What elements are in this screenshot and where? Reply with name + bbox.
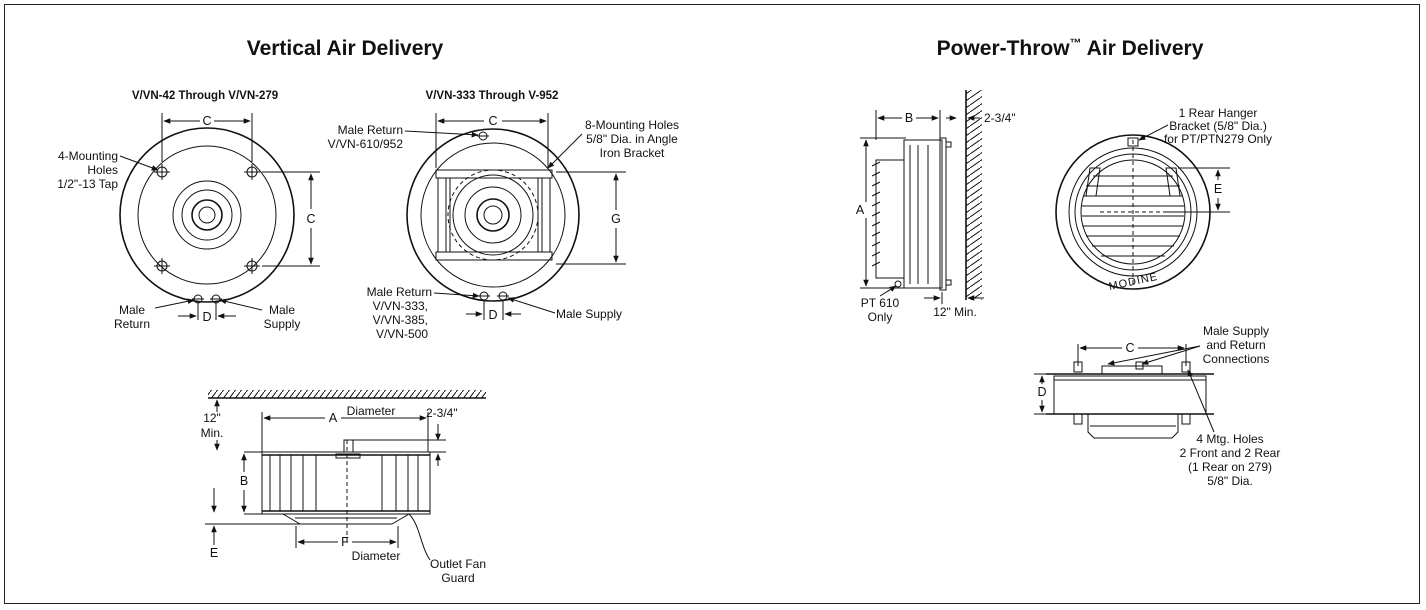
outlet-fan-guard-label-1: Outlet Fan [430,557,486,571]
power-throw-top-view: C Male Supply and Return Connections D 4… [1034,324,1280,488]
male-supply-large-label: Male Supply [556,307,622,321]
vertical-large-top-view: V/VN-333 Through V-952 C G Male [328,90,679,341]
male-return-top-label-1: Male Return [338,123,403,137]
mounting-holes-label-3: 1/2"-13 Tap [57,177,118,191]
power-throw-title-main: Power-Throw [937,37,1071,60]
dimension-b-power: B [905,111,913,125]
diameter-bottom-label: Diameter [352,549,401,563]
mounting-holes-label-2: Holes [87,163,118,177]
dimension-d-left: D [202,310,211,324]
dimension-d-power: D [1037,385,1046,399]
vertical-small-top-view: V/VN-42 Through V/VN-279 C C 4-Mounting … [57,90,320,331]
power-throw-side-view: B 2-3/4" A PT 610 Only [856,90,1016,324]
connections-label-3: Connections [1203,352,1270,366]
male-return-bottom-label-4: V/VN-500 [376,327,428,341]
min-clearance-label-1: 12" [203,411,221,425]
dimension-c-top-large: C [488,114,497,128]
mounting-holes-large-label-3: Iron Bracket [600,146,665,160]
male-supply-label-2: Supply [264,317,301,331]
dimension-e-side: E [210,546,218,560]
dimension-f: F [341,535,349,549]
pt-610-label-2: Only [868,310,893,324]
min-12-label: 12" Min. [933,305,977,319]
left-view-subtitle: V/VN-42 Through V/VN-279 [132,90,278,102]
dimension-g: G [611,212,621,226]
vertical-title: Vertical Air Delivery [247,37,444,60]
clearance-2-3-4-label: 2-3/4" [426,406,458,420]
clearance-power-label: 2-3/4" [984,111,1016,125]
vertical-side-view: 12" Min. A Diameter 2-3/4" [201,390,486,585]
dimension-a-side: A [329,411,338,425]
louver-blades [871,161,881,267]
hanger-bracket-label-3: for PT/PTN279 Only [1164,132,1272,146]
dimension-b-side: B [240,474,248,488]
male-return-bottom-label-3: V/VN-385, [373,313,428,327]
mounting-holes-label-1: 4-Mounting [58,149,118,163]
male-supply-label-1: Male [269,303,295,317]
dimension-a-power: A [856,203,865,217]
min-clearance-label-2: Min. [201,426,224,440]
power-throw-title: Power-Throw™ Air Delivery [937,36,1204,60]
pt-610-label-1: PT 610 [861,296,900,310]
male-return-bottom-label-2: V/VN-333, [373,299,428,313]
dimension-c-power: C [1125,341,1134,355]
trademark-mark: ™ [1070,36,1082,50]
connections-label-1: Male Supply [1203,324,1269,338]
diameter-top-label: Diameter [347,404,396,418]
mounting-holes-large-label-2: 5/8" Dia. in Angle [586,132,678,146]
power-throw-front-view: 1 Rear Hanger Bracket (5/8" Dia.) for PT… [1055,106,1272,293]
mounting-hole-markers [154,164,260,274]
cabinet-shading [269,455,419,511]
angle-iron-bracket [435,169,553,261]
dimension-c-side: C [306,212,315,226]
mounting-holes-power-label-1: 4 Mtg. Holes [1196,432,1263,446]
dimension-c-top: C [202,114,211,128]
hanger-bracket-label-1: 1 Rear Hanger [1179,106,1258,120]
male-return-label-1: Male [119,303,145,317]
drawing-frame [4,4,1420,604]
power-throw-title-rest: Air Delivery [1082,37,1204,60]
male-return-top-label-2: V/VN-610/952 [328,137,404,151]
mounting-holes-power-label-3: (1 Rear on 279) [1188,460,1272,474]
connections-label-2: and Return [1206,338,1265,352]
mounting-holes-large-label-1: 8-Mounting Holes [585,118,679,132]
outlet-fan-guard-label-2: Guard [441,571,474,585]
mounting-holes-power-label-4: 5/8" Dia. [1207,474,1253,488]
right-view-subtitle: V/VN-333 Through V-952 [426,90,559,102]
male-return-label-2: Return [114,317,150,331]
mounting-holes-power-label-2: 2 Front and 2 Rear [1180,446,1281,460]
hanger-bracket-label-2: Bracket (5/8" Dia.) [1169,119,1267,133]
male-return-bottom-label-1: Male Return [367,285,432,299]
dimension-d-large: D [488,308,497,322]
dimension-e-power: E [1214,182,1222,196]
